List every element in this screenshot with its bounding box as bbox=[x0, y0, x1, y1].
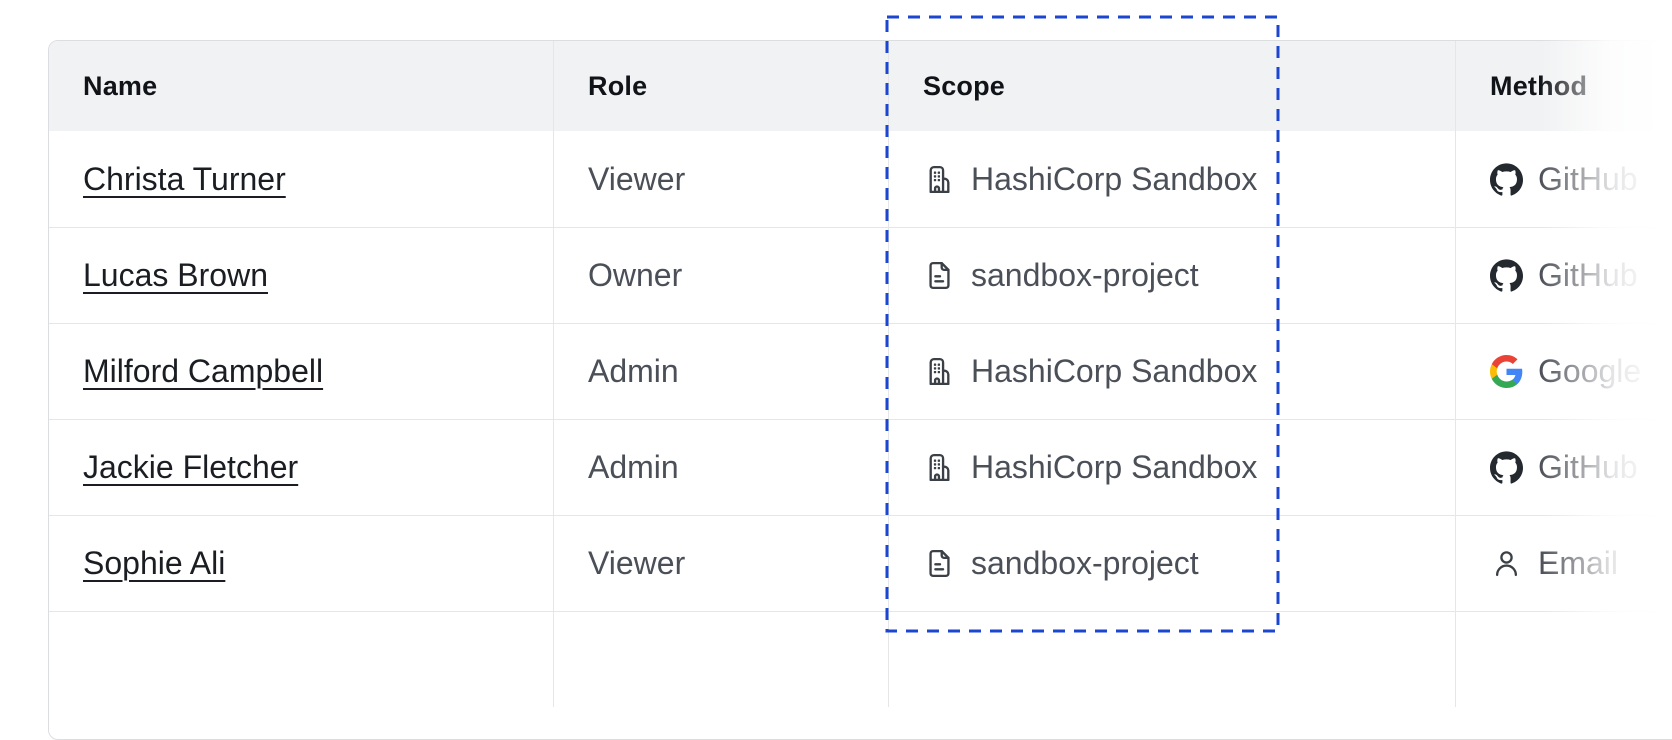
method-value: Email bbox=[1538, 545, 1619, 581]
role-value: Admin bbox=[588, 449, 679, 485]
github-icon bbox=[1490, 451, 1523, 484]
name-cell: Milford Campbell bbox=[49, 324, 553, 419]
scope-value: HashiCorp Sandbox bbox=[971, 160, 1258, 197]
github-icon bbox=[1490, 259, 1523, 292]
name-cell: Jackie Fletcher bbox=[49, 420, 553, 515]
method-cell: GitHub bbox=[1455, 228, 1672, 323]
github-icon bbox=[1490, 162, 1523, 196]
method-cell: GitHub bbox=[1455, 131, 1672, 227]
table-body: Christa Turner Viewer HashiCorp Sandbox … bbox=[49, 131, 1672, 611]
name-cell: Christa Turner bbox=[49, 131, 553, 227]
table-row: Jackie Fletcher Admin HashiCorp Sandbox … bbox=[49, 419, 1672, 515]
scope-cell: HashiCorp Sandbox bbox=[888, 324, 1455, 419]
scope-cell: HashiCorp Sandbox bbox=[888, 131, 1455, 227]
table-header-row: Name Role Scope Method bbox=[49, 41, 1672, 131]
user-name-link[interactable]: Milford Campbell bbox=[83, 353, 324, 389]
scope-value: sandbox-project bbox=[971, 257, 1199, 293]
org-building-icon bbox=[923, 163, 956, 196]
method-value: GitHub bbox=[1538, 160, 1638, 197]
column-label: Method bbox=[1490, 70, 1588, 101]
user-name-link[interactable]: Sophie Ali bbox=[83, 545, 226, 581]
role-cell: Viewer bbox=[553, 131, 888, 227]
person-icon bbox=[1490, 547, 1523, 580]
scope-value: sandbox-project bbox=[971, 545, 1199, 581]
name-cell: Lucas Brown bbox=[49, 228, 553, 323]
header-cell-role: Role bbox=[553, 41, 888, 131]
google-icon bbox=[1490, 355, 1523, 388]
header-cell-scope: Scope bbox=[888, 41, 1455, 131]
role-cell: Viewer bbox=[553, 516, 888, 611]
role-value: Viewer bbox=[588, 545, 686, 581]
method-cell: Google bbox=[1455, 324, 1672, 419]
file-text-icon bbox=[923, 259, 956, 292]
org-building-icon bbox=[923, 451, 956, 484]
role-cell: Admin bbox=[553, 420, 888, 515]
header-cell-method: Method bbox=[1455, 41, 1672, 131]
column-label: Role bbox=[588, 70, 648, 101]
header-cell-name: Name bbox=[49, 41, 553, 131]
role-cell: Owner bbox=[553, 228, 888, 323]
table-row: Milford Campbell Admin HashiCorp Sandbox… bbox=[49, 323, 1672, 419]
name-cell: Sophie Ali bbox=[49, 516, 553, 611]
partial-row bbox=[49, 611, 1672, 707]
scope-cell: sandbox-project bbox=[888, 228, 1455, 323]
scope-cell: sandbox-project bbox=[888, 516, 1455, 611]
method-value: GitHub bbox=[1538, 257, 1638, 293]
role-cell: Admin bbox=[553, 324, 888, 419]
column-label: Name bbox=[83, 70, 158, 101]
method-cell: Email bbox=[1455, 516, 1672, 611]
user-name-link[interactable]: Jackie Fletcher bbox=[83, 449, 299, 485]
method-value: GitHub bbox=[1538, 449, 1638, 485]
method-cell: GitHub bbox=[1455, 420, 1672, 515]
role-value: Viewer bbox=[588, 160, 686, 197]
user-name-link[interactable]: Lucas Brown bbox=[83, 257, 268, 293]
org-building-icon bbox=[923, 355, 956, 388]
table-row: Christa Turner Viewer HashiCorp Sandbox … bbox=[49, 131, 1672, 227]
scope-value: HashiCorp Sandbox bbox=[971, 353, 1258, 389]
user-name-link[interactable]: Christa Turner bbox=[83, 160, 286, 197]
users-table: Name Role Scope Method Christa Turner Vi… bbox=[48, 40, 1672, 740]
column-label: Scope bbox=[923, 70, 1006, 101]
file-text-icon bbox=[923, 547, 956, 580]
scope-value: HashiCorp Sandbox bbox=[971, 449, 1258, 485]
table-row: Sophie Ali Viewer sandbox-project Email bbox=[49, 515, 1672, 611]
role-value: Owner bbox=[588, 257, 683, 293]
table-row: Lucas Brown Owner sandbox-project GitHub bbox=[49, 227, 1672, 323]
scope-cell: HashiCorp Sandbox bbox=[888, 420, 1455, 515]
method-value: Google bbox=[1538, 353, 1642, 389]
role-value: Admin bbox=[588, 353, 679, 389]
